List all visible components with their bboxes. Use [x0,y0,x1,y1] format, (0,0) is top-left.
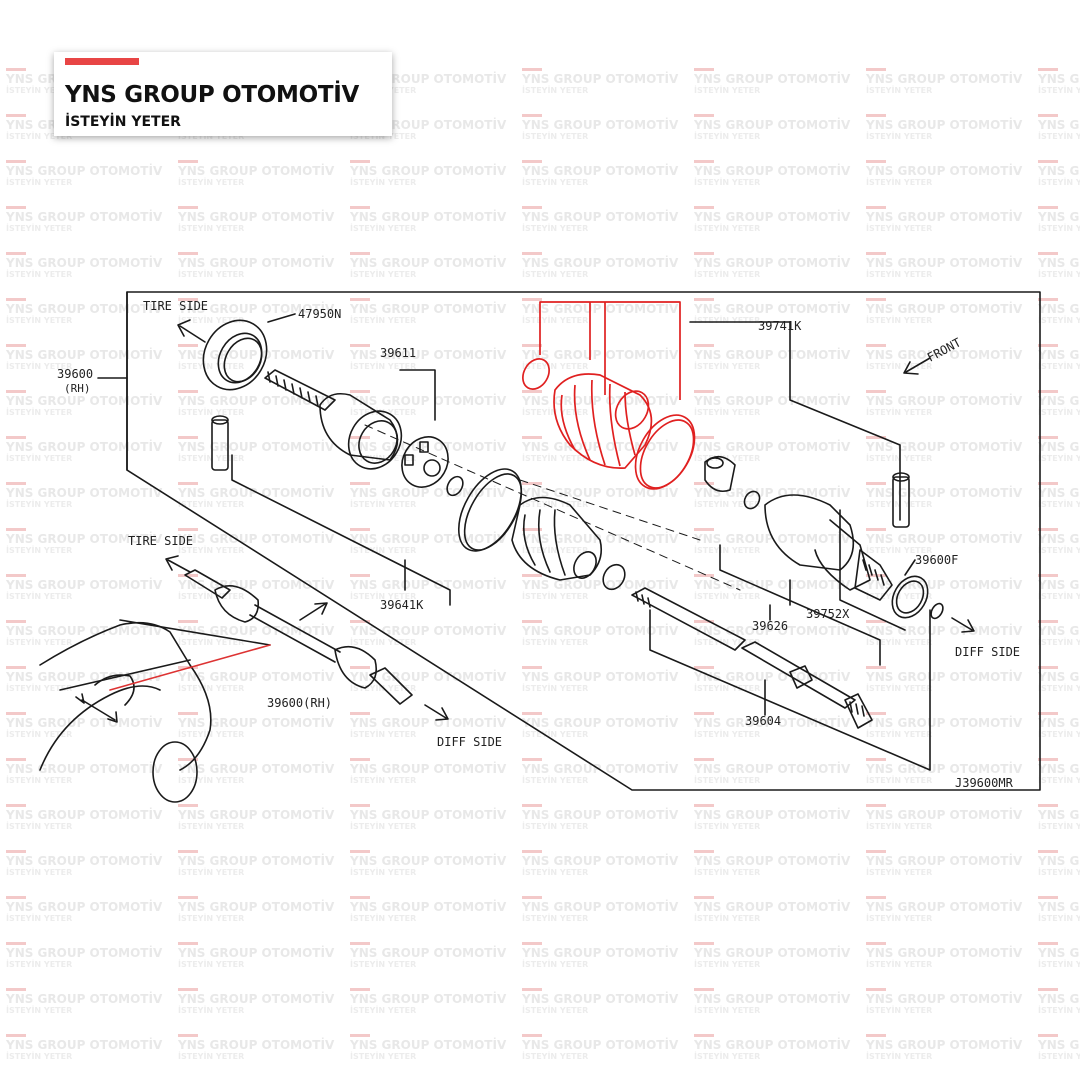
label-39641k: 39641K [380,598,424,612]
tripod-joint [704,455,736,493]
outer-cv-joint-39611 [264,369,403,470]
vehicle-outline [39,619,271,803]
snap-ring-far-right [930,602,944,620]
bracket-lower [231,454,451,606]
bracket-39611 [399,369,436,421]
brand-badge: YNS GROUP OTOMOTİV İSTEYİN YETER [54,52,392,136]
pin-left [211,415,229,471]
middle-shaft-39604 [631,587,873,729]
highlight-bracket [539,301,681,400]
assembled-driveshaft [184,569,413,705]
bracket-right [839,509,906,631]
label-39626: 39626 [752,619,788,633]
label-47950n: 47950N [298,307,341,321]
assembly-frame [126,291,1041,791]
label-39600f: 39600F [915,553,958,567]
label-tire-side-left: TIRE SIDE [128,534,193,548]
inner-boot-red [553,373,653,469]
diff-side-arrow-bottom [424,704,449,721]
ball-cage [401,436,449,488]
tire-side-arrow-left [165,555,191,573]
seal-39600f [891,575,929,619]
label-39741k: 39741K [758,319,802,333]
snap-ring-left [446,475,464,497]
snap-ring-right [743,490,761,510]
diff-side-arrow-right [951,617,975,633]
label-front: FRONT [925,335,963,364]
bracket-39741k [689,321,901,521]
label-diff-side-right: DIFF SIDE [955,645,1020,659]
label-39611: 39611 [380,346,416,360]
label-39600-rh-left: 39600(RH) [267,696,332,710]
pin-right [892,472,910,528]
label-diff-side-bottom: DIFF SIDE [437,735,502,749]
bracket-39604 [649,609,931,771]
boot-band-small [602,563,626,591]
label-tire-side-top: TIRE SIDE [143,299,208,313]
label-39752x: 39752X [806,607,850,621]
bracket-39626 [719,544,881,666]
small-boot-band-red [522,358,550,390]
label-39604: 39604 [745,714,781,728]
up-arrow [299,602,328,621]
brand-accent-bar [65,58,139,65]
inner-joint-housing-39752x [764,494,893,601]
tire-side-arrow-top [177,319,206,343]
brand-tagline: İSTEYİN YETER [65,114,181,130]
abs-ring-47950n [202,319,268,391]
highlighted-boot-kit [522,301,696,490]
label-figure-code: J39600MR [955,776,1014,790]
label-39600-rh-sub: (RH) [64,382,91,395]
label-39600-rh: 39600 [57,367,93,381]
front-arrow [903,357,931,375]
brand-name: YNS GROUP OTOMOTİV [65,82,360,108]
leader-47950n [267,313,296,323]
leader-39600f [904,559,916,576]
outer-boot-39641k [511,496,603,581]
